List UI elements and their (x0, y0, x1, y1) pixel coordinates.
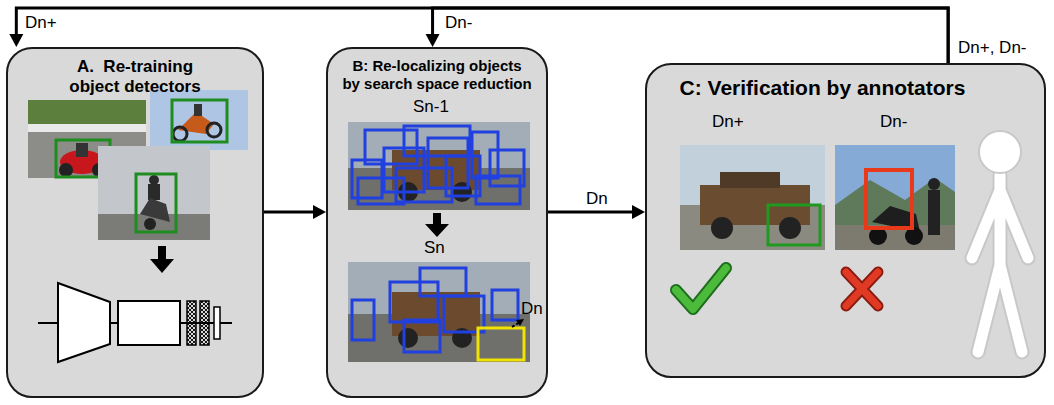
rejected-photo (835, 178, 955, 250)
annotator-figure (972, 175, 1028, 352)
annotator-figure (972, 175, 1028, 352)
cnn-icon (118, 301, 180, 345)
search-space-photo (348, 122, 530, 210)
reduced-space-photo (420, 268, 466, 296)
search-space-photo (348, 122, 530, 210)
cross-mark (846, 272, 878, 306)
stage-panel: C: Verification by annotators (645, 63, 1046, 378)
reduced-space-photo (348, 262, 530, 362)
connector-line (548, 210, 635, 213)
training-photo (148, 184, 160, 200)
reduced-space-photo (390, 282, 438, 322)
accepted-photo (768, 205, 820, 245)
annotator-figure (979, 131, 1021, 173)
reduced-space-photo (352, 300, 374, 340)
training-photo (150, 90, 248, 150)
rejected-photo (866, 170, 912, 228)
edge-label: Dn+ (23, 13, 59, 33)
down-arrow (433, 213, 441, 225)
accepted-photo (720, 172, 780, 188)
annotator-figure (972, 175, 1028, 352)
training-photo (28, 100, 146, 124)
reduced-space-photo (478, 328, 524, 360)
edge-label: Dn- (443, 13, 474, 33)
training-photo (194, 104, 202, 116)
search-space-photo (352, 126, 524, 204)
arrow-head (632, 205, 645, 219)
training-photo (136, 174, 176, 232)
check-mark (676, 268, 726, 309)
down-arrow (150, 259, 174, 273)
rejected-photo (835, 145, 955, 250)
reduced-space-photo (492, 290, 518, 320)
rejected-photo (928, 190, 940, 235)
arrow-head (426, 34, 440, 47)
accepted-photo (680, 145, 825, 250)
reduced-space-photo (398, 328, 418, 348)
training-photo (144, 218, 156, 230)
set-label: Dn (521, 299, 543, 319)
cnn-icon (58, 283, 110, 362)
panel-heading: A. Re-training object detectors (8, 49, 262, 98)
training-photo (172, 100, 227, 142)
training-photo (59, 163, 73, 177)
training-photo (207, 123, 221, 137)
training-photo (173, 127, 187, 141)
set-label: Sn-1 (413, 97, 449, 117)
down-arrow (425, 224, 449, 237)
training-photo (98, 146, 210, 240)
check-mark (676, 268, 726, 309)
training-photo (150, 90, 248, 150)
down-arrow (425, 213, 449, 237)
set-label: Sn (424, 238, 445, 258)
training-photo (98, 214, 210, 240)
accepted-photo (680, 145, 825, 250)
dashed-pointer (512, 319, 524, 327)
reduced-space-photo (404, 320, 440, 352)
cnn-icon (214, 307, 220, 339)
cross-mark (846, 272, 878, 306)
search-space-photo (404, 126, 470, 156)
down-arrow (150, 246, 174, 273)
connector-line (264, 210, 316, 213)
arrow-head (9, 34, 23, 47)
training-photo (28, 124, 146, 132)
training-photo (149, 175, 159, 185)
edge-label: Dn (584, 189, 610, 209)
search-space-photo (428, 138, 468, 188)
reduced-space-photo (352, 268, 518, 352)
cnn-icon (200, 301, 209, 345)
set-label: Dn+ (712, 112, 744, 132)
flow-connector (264, 205, 326, 219)
panel-heading: B: Re-localizing objects by search space… (328, 49, 546, 93)
rejected-photo (928, 178, 940, 190)
training-photo (140, 198, 170, 222)
training-photo (76, 143, 88, 157)
set-label: Dn- (880, 112, 907, 132)
cnn-icon (38, 283, 232, 362)
set-label: Dn+, Dn- (958, 38, 1027, 58)
annotator-figure (972, 175, 1028, 352)
reduced-space-photo (348, 262, 530, 362)
annotator-figure (972, 131, 1028, 352)
down-arrow (158, 246, 166, 260)
stage-panel: A. Re-training object detectors (6, 47, 264, 398)
cnn-icon (187, 301, 196, 345)
accepted-photo (711, 217, 733, 239)
arrow-head (313, 205, 326, 219)
verification-illustration (645, 63, 1046, 378)
training-photo (98, 146, 210, 240)
search-space-photo (476, 176, 520, 204)
rejected-photo (835, 145, 955, 250)
search-space-photo (472, 132, 498, 178)
check-mark (676, 268, 726, 309)
detector-illustration (6, 47, 264, 398)
cross-mark (846, 272, 878, 306)
dashed-pointer (516, 319, 524, 326)
panel-heading: C: Verification by annotators (647, 65, 1044, 100)
accepted-photo (779, 217, 801, 239)
search-space-photo (358, 178, 404, 204)
